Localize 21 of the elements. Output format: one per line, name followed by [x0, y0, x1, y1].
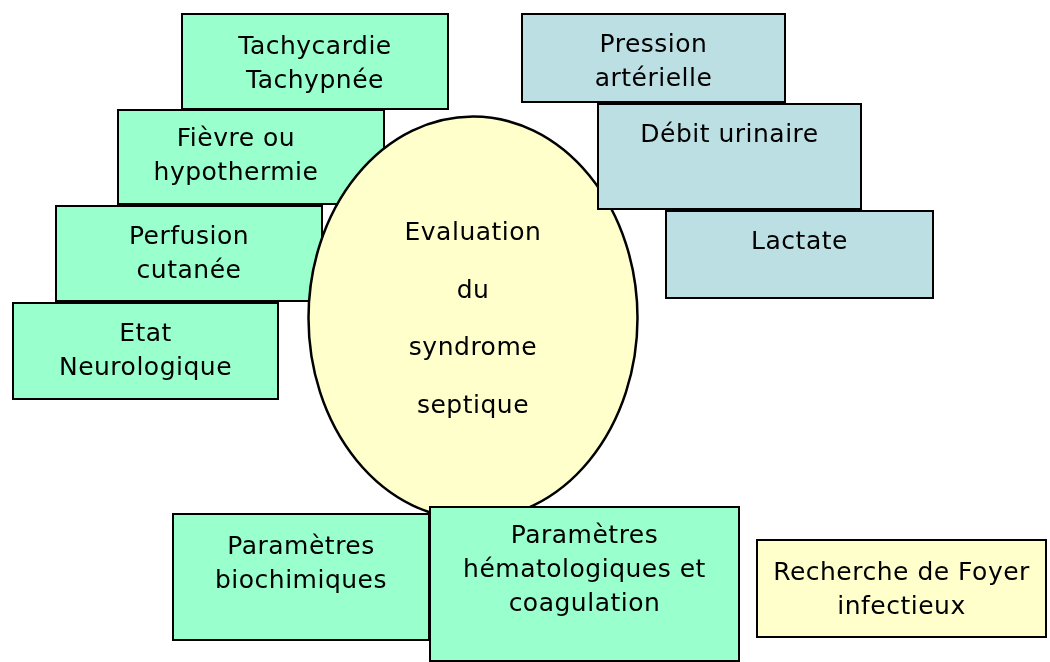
box-text: Recherche de Foyer infectieux [772, 556, 1031, 622]
text-box [172, 513, 430, 641]
box-text: Débit urinaire [640, 118, 819, 150]
box-text: Lactate [751, 225, 848, 257]
box-text: Etat Neurologique [57, 317, 234, 383]
box-text: Pression artérielle [593, 28, 714, 94]
box-text: Tachycardie Tachypnée [237, 30, 393, 96]
text-box [12, 302, 279, 400]
text-box [429, 506, 740, 662]
text-box [181, 13, 449, 110]
box-text: Perfusion cutanée [127, 220, 251, 286]
box-text: Paramètres hématologiques et coagulation [462, 519, 707, 619]
text-box [117, 109, 385, 205]
ellipse-text: Evaluation du syndrome septique [403, 216, 543, 421]
text-box [756, 539, 1047, 638]
text-box [55, 205, 323, 302]
text-box [597, 103, 862, 210]
box-text: Paramètres biochimiques [213, 530, 389, 596]
text-box [521, 13, 786, 103]
text-box [665, 210, 934, 299]
box-text: Fièvre ou hypothermie [152, 122, 320, 188]
